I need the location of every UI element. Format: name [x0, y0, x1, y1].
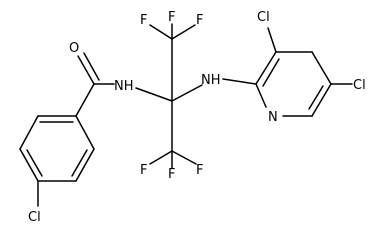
bond: [19, 115, 39, 150]
oxygen-label: O: [69, 41, 79, 56]
bond: [255, 83, 267, 108]
chemical-structure-diagram: O NH NH N F F F F F F Cl Cl Cl: [19, 10, 366, 225]
bond: [171, 84, 203, 102]
bond-aromatic-inner: [262, 58, 280, 87]
bond: [255, 51, 277, 85]
bond: [222, 78, 257, 85]
fluorine-label: F: [196, 163, 203, 178]
fluorine-label: F: [196, 13, 203, 28]
bond-aromatic-inner: [308, 85, 324, 110]
fluorine-label: F: [140, 163, 147, 178]
bond: [149, 24, 173, 40]
fluorine-label: F: [168, 167, 175, 182]
bond: [171, 24, 196, 40]
amine-nh-label: NH: [201, 73, 221, 88]
bond: [149, 150, 173, 165]
bond: [135, 87, 173, 102]
pyridine-5-chlorine-label: Cl: [353, 78, 366, 93]
bond-aromatic-inner: [26, 149, 43, 177]
bond: [311, 51, 332, 85]
pyridine-3-chlorine-label: Cl: [257, 10, 270, 25]
bond: [19, 148, 39, 182]
bond: [75, 83, 95, 117]
molecule-drawing: O NH NH N F F F F F F Cl Cl Cl: [19, 10, 366, 225]
bond-double: [77, 55, 95, 85]
bond: [267, 27, 277, 53]
bond-aromatic-inner: [71, 149, 88, 177]
pyridine-n-label: N: [268, 110, 278, 125]
bond-double: [83, 52, 100, 81]
fluorine-label: F: [140, 13, 147, 28]
amide-nh-label: NH: [114, 79, 134, 94]
bond: [171, 150, 197, 165]
bond: [311, 83, 332, 117]
aryl-chlorine-label: Cl: [28, 210, 41, 225]
bond: [75, 148, 95, 182]
fluorine-label: F: [168, 10, 175, 25]
bond: [75, 115, 95, 150]
